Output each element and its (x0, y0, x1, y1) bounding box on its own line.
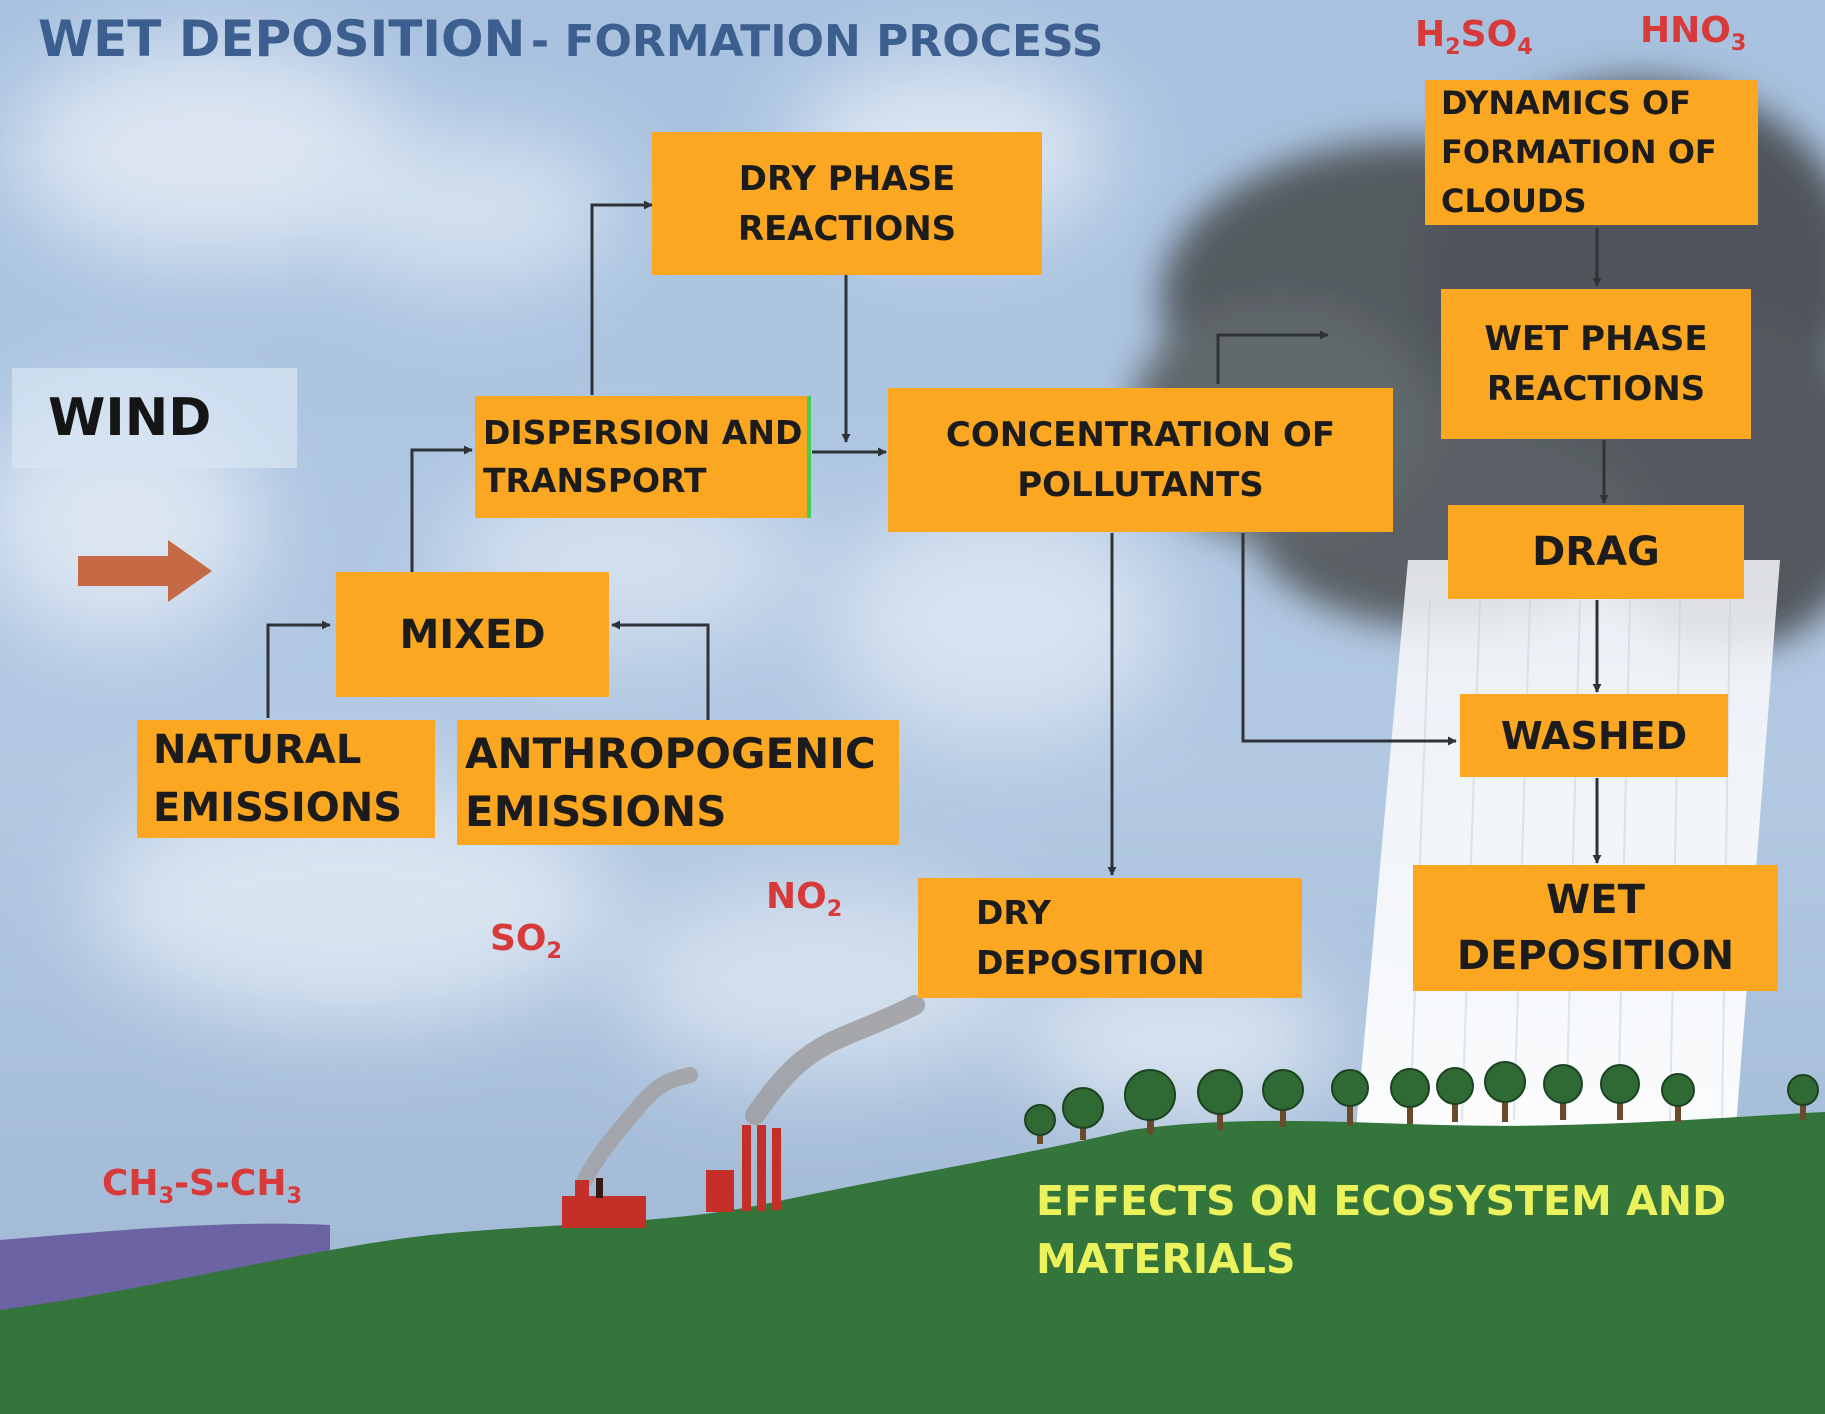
wind-label-panel: WIND (12, 368, 297, 468)
factory-icon (562, 1125, 781, 1228)
chem-subscript: 3 (1730, 30, 1747, 57)
wind-arrow-icon (78, 540, 212, 602)
box-line: CONCENTRATION OF (945, 415, 1336, 455)
chem-base: HNO (1640, 10, 1731, 51)
rain-streaks (1409, 599, 1731, 1121)
box-line: DRY (976, 893, 1051, 932)
box-dry-deposition: DRY DEPOSITION (918, 878, 1302, 998)
page-title: WET DEPOSITION - FORMATION PROCESS (38, 10, 1103, 68)
chem-subscript: 2 (1445, 34, 1461, 61)
box-line: CLOUDS (1441, 182, 1587, 220)
connector-anthropogenic-to-mixed (611, 620, 710, 720)
connector-concentration-to-washed (1241, 533, 1457, 746)
box-line: REACTIONS (737, 208, 957, 249)
box-line: DRAG (1532, 529, 1660, 575)
flow-connectors (266, 200, 1609, 876)
chem-subscript: 2 (546, 938, 563, 965)
chem-base: NO (766, 876, 827, 917)
box-line: DEPOSITION (976, 943, 1205, 982)
chem-subscript: 3 (158, 1183, 175, 1210)
label-dimethyl-sulfide: CH3-S-CH3 (102, 1163, 302, 1209)
label-h2so4: H2SO4 (1415, 14, 1533, 60)
tree-icon (1024, 1061, 1819, 1144)
chem-subscript: 3 (286, 1183, 302, 1210)
box-line: DISPERSION AND (483, 413, 803, 452)
chem-base: SO (1460, 14, 1518, 55)
title-sub: - FORMATION PROCESS (530, 16, 1104, 67)
label-so2: SO2 (490, 918, 562, 964)
box-line: EMISSIONS (465, 786, 727, 836)
box-line: REACTIONS (1486, 369, 1706, 409)
box-line: WET (1546, 877, 1645, 923)
connector-mixed-to-dispersion (410, 445, 473, 572)
ground-icon (0, 1112, 1825, 1414)
box-line: WASHED (1500, 713, 1688, 758)
box-line: POLLUTANTS (1017, 465, 1264, 505)
chem-base: SO (490, 918, 547, 959)
box-line: ANTHROPOGENIC (465, 728, 876, 778)
box-dynamics-of-formation-of-clouds: DYNAMICS OF FORMATION OF CLOUDS (1425, 80, 1758, 225)
label-hno3: HNO3 (1640, 10, 1746, 56)
chem-base: -S-CH (174, 1163, 287, 1204)
connector-dispersion-to-dry-phase (590, 200, 653, 395)
title-main: WET DEPOSITION (38, 10, 526, 68)
box-anthropogenic-emissions: ANTHROPOGENIC EMISSIONS (457, 720, 899, 845)
box-drag: DRAG (1448, 505, 1744, 599)
box-concentration-of-pollutants: CONCENTRATION OF POLLUTANTS (888, 388, 1393, 532)
box-line: NATURAL (153, 727, 362, 773)
box-washed: WASHED (1460, 694, 1728, 777)
chem-base: H (1415, 14, 1446, 55)
connector-concentration-to-wet-phase (1216, 330, 1329, 384)
chem-subscript: 4 (1517, 34, 1533, 61)
box-natural-emissions: NATURAL EMISSIONS (137, 720, 435, 838)
box-line: DEPOSITION (1456, 933, 1735, 979)
effects-line: EFFECTS ON ECOSYSTEM AND (1036, 1177, 1727, 1225)
box-line: FORMATION OF (1441, 133, 1717, 171)
box-line: MIXED (399, 611, 546, 658)
effects-caption: EFFECTS ON ECOSYSTEM AND MATERIALS (1036, 1172, 1726, 1288)
box-mixed: MIXED (336, 572, 609, 697)
box-line: DRY PHASE (738, 158, 956, 199)
effects-line: MATERIALS (1036, 1235, 1296, 1283)
box-line: DYNAMICS OF (1441, 84, 1692, 122)
label-no2: NO2 (766, 876, 842, 922)
box-line: WET PHASE (1484, 319, 1708, 359)
box-wet-deposition: WET DEPOSITION (1413, 865, 1778, 991)
sky-clouds (0, 40, 1340, 1120)
box-dry-phase-reactions: DRY PHASE REACTIONS (652, 132, 1042, 275)
smoke-icon (577, 995, 925, 1188)
box-dispersion-and-transport: DISPERSION AND TRANSPORT (475, 396, 811, 518)
chem-base: CH (102, 1163, 159, 1204)
box-wet-phase-reactions: WET PHASE REACTIONS (1441, 289, 1751, 439)
box-line: EMISSIONS (153, 785, 403, 831)
connector-natural-to-mixed (266, 620, 331, 718)
box-line: TRANSPORT (483, 461, 707, 500)
chem-subscript: 2 (826, 896, 843, 923)
wind-label: WIND (48, 388, 212, 448)
